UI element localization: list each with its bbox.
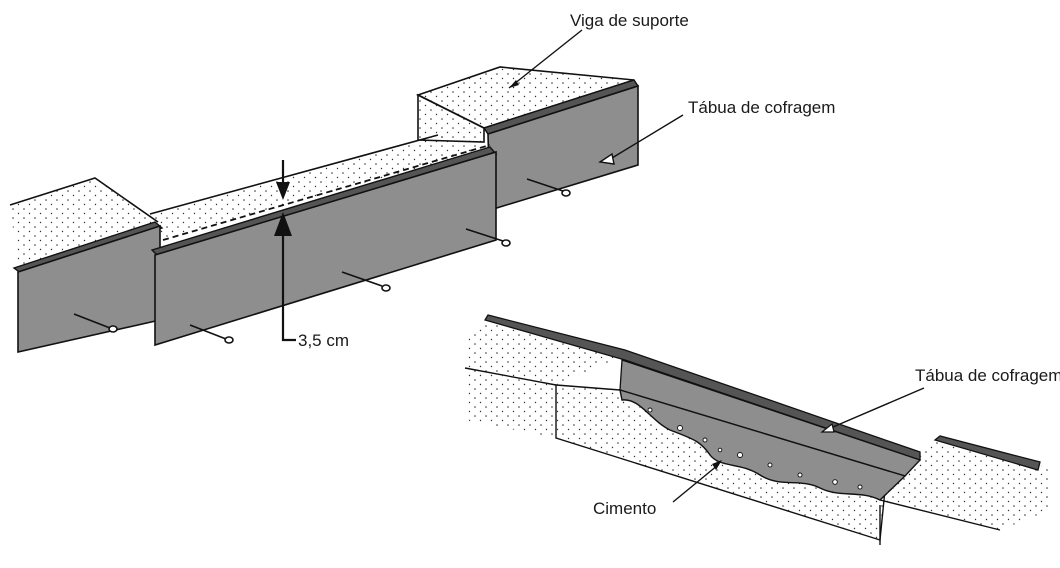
left-ground-top: [10, 178, 158, 268]
bottom-board-top-edge: [484, 314, 921, 461]
label-support-beam: Viga de suporte: [570, 11, 689, 30]
support-beam-top: [150, 135, 493, 240]
top-illustration: Viga de suporte Tábua de cofragem 3,5 cm: [9, 11, 835, 354]
middle-board-face: [154, 150, 497, 347]
bottom-illustration: Tábua de cofragem Cimento: [464, 314, 1060, 545]
bottom-right-ground-top: [880, 440, 1050, 530]
label-formwork-board-top: Tábua de cofragem: [688, 98, 835, 117]
leader-lines-bottom: [672, 387, 925, 503]
measurement-arrows: [274, 160, 296, 342]
cement-pour: [619, 388, 907, 501]
level-dashed-line: [162, 144, 491, 241]
bottom-left-ground-top: [465, 320, 625, 385]
left-ground-edge: [9, 177, 159, 223]
label-formwork-board-bottom: Tábua de cofragem: [915, 366, 1060, 385]
label-measurement: 3,5 cm: [298, 331, 349, 350]
label-cement: Cimento: [593, 499, 656, 518]
support-beam-block-front: [417, 93, 485, 143]
nail-heads: [73, 178, 571, 344]
bottom-right-board-top-edge: [933, 435, 1041, 471]
cement-aggregate: [647, 407, 863, 490]
leader-lines-top: [508, 29, 684, 165]
